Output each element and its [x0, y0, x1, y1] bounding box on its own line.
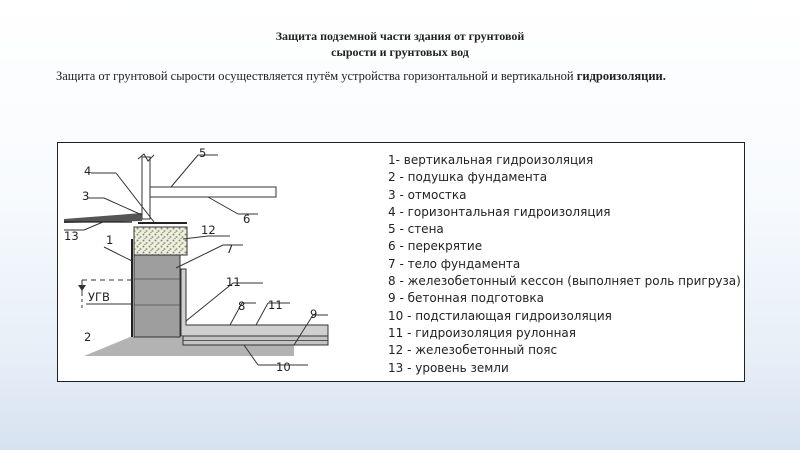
- legend-item-9: 9 - бетонная подготовка: [388, 291, 544, 306]
- waterproofing-diagram: 1 2 3 4 5 6 7 8 9 10 11 11 12 13 УГВ 1- …: [57, 142, 745, 382]
- callout-3: 3: [82, 189, 89, 203]
- callout-2: 2: [84, 330, 91, 344]
- callout-7: 7: [226, 242, 233, 256]
- foundation-section-drawing: 1 2 3 4 5 6 7 8 9 10 11 11 12 13 УГВ: [64, 146, 329, 374]
- intro-text: Защита от грунтовой сырости осуществляет…: [56, 69, 577, 83]
- callout-11a: 11: [226, 275, 241, 289]
- legend-item-13: 13 - уровень земли: [388, 360, 509, 375]
- foundation-body-shape: [133, 253, 181, 338]
- legend-item-3: 3 - отмостка: [388, 187, 467, 202]
- legend-item-4: 4 - горизонтальная гидроизоляция: [388, 204, 611, 219]
- callout-11b: 11: [268, 298, 283, 312]
- callout-8: 8: [238, 299, 245, 313]
- callout-12: 12: [201, 223, 216, 237]
- leader-lines: [64, 154, 328, 366]
- concrete-belt-shape: [133, 226, 188, 256]
- legend-item-11: 11 - гидроизоляция рулонная: [388, 325, 576, 340]
- caisson-shape: [180, 268, 329, 337]
- legend-item-1: 1- вертикальная гидроизоляция: [388, 153, 594, 167]
- callout-13: 13: [64, 229, 79, 243]
- slide-title-line-2: сырости и грунтовых вод: [331, 45, 469, 59]
- intro-bold-text: гидроизоляции.: [576, 69, 666, 83]
- legend-item-8: 8 - железобетонный кессон (выполняет рол…: [388, 274, 741, 289]
- ugv-label: УГВ: [88, 290, 110, 304]
- intro-paragraph: Защита от грунтовой сырости осуществляет…: [56, 68, 756, 85]
- wall-shape: [141, 156, 151, 220]
- floor-slab-shape: [149, 186, 277, 198]
- slide-title-line-1: Защита подземной части здания от грунтов…: [275, 29, 525, 43]
- callout-6: 6: [243, 212, 250, 226]
- callout-1: 1: [106, 233, 113, 247]
- legend-item-10: 10 - подстилающая гидроизоляция: [388, 308, 612, 323]
- legend-item-5: 5 - стена: [388, 222, 444, 237]
- callout-4: 4: [84, 164, 91, 178]
- callout-5: 5: [199, 146, 206, 160]
- slide-title: Защита подземной части здания от грунтов…: [200, 28, 600, 60]
- callout-9: 9: [310, 307, 317, 321]
- diagram-legend: 1- вертикальная гидроизоляция 2 - подушк…: [388, 152, 741, 377]
- legend-item-7: 7 - тело фундамента: [388, 256, 521, 271]
- callout-10: 10: [276, 360, 291, 374]
- legend-item-12: 12 - железобетонный пояс: [388, 343, 558, 358]
- legend-item-6: 6 - перекрятие: [388, 239, 483, 254]
- legend-item-2: 2 - подушка фундамента: [388, 170, 548, 185]
- callout-labels: 1 2 3 4 5 6 7 8 9 10 11 11 12 13 УГВ: [64, 146, 317, 374]
- blind-area-shape: [64, 213, 142, 223]
